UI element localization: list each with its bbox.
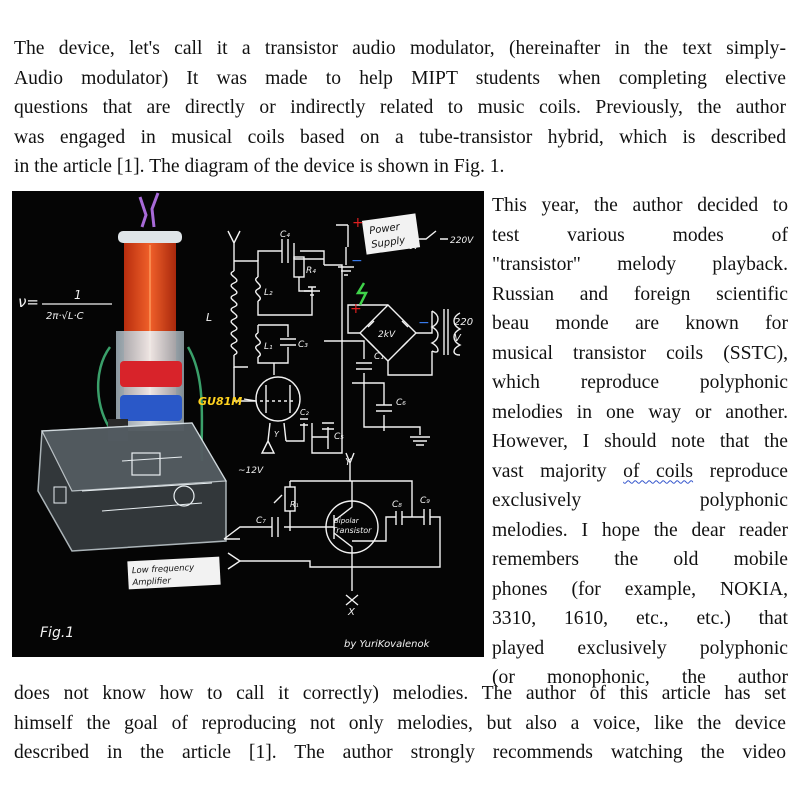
text-line: 3310, 1610, etc., etc.) that bbox=[492, 608, 788, 629]
r1-label: R₁ bbox=[290, 500, 299, 509]
c3-label: C₃ bbox=[298, 340, 308, 350]
l2-label: L₂ bbox=[264, 288, 273, 298]
lightning-icon bbox=[355, 282, 369, 306]
tesla-coil-illustration bbox=[37, 192, 228, 552]
resonance-formula: ν= 1 2π·√L·C bbox=[18, 288, 112, 322]
supply-voltage-label: 600V bbox=[400, 243, 419, 251]
c8-label: C₈ bbox=[392, 500, 402, 510]
heater-voltage-label: ~12V bbox=[238, 466, 264, 476]
c9-label: C₉ bbox=[420, 496, 430, 506]
mains-voltage-label: 220V bbox=[450, 236, 474, 246]
text-fragment: vast majority bbox=[492, 460, 624, 482]
transistor-stage bbox=[223, 452, 441, 606]
author-signature: by YuriKovalenok bbox=[344, 639, 431, 650]
formula-nu: ν= bbox=[18, 293, 39, 311]
text-line: test various modes of bbox=[492, 224, 788, 246]
output-y-label: Y bbox=[345, 457, 352, 468]
transistor-label-2: Transistor bbox=[332, 526, 372, 535]
text-line: (or monophonic, the author bbox=[492, 667, 788, 688]
spellcheck-underline: of coils bbox=[623, 460, 694, 482]
bridge-plus-sign: + bbox=[350, 301, 362, 317]
text-line: musical transistor coils (SSTC), bbox=[492, 342, 788, 364]
c5-label: C₅ bbox=[334, 432, 344, 442]
l1-label: L₁ bbox=[264, 342, 273, 352]
text-line: This year, the author decided to bbox=[492, 195, 788, 216]
power-supply-label-2: Supply bbox=[371, 235, 407, 251]
text-line: vast majority of coils reproduce bbox=[492, 457, 788, 487]
c6-label: C₆ bbox=[396, 398, 406, 408]
c1-label: C₁ bbox=[374, 352, 384, 362]
text-line: does not know how to call it correctly) … bbox=[14, 683, 786, 704]
power-supply-box bbox=[361, 213, 421, 255]
formula-denominator: 2π·√L·C bbox=[46, 311, 84, 322]
text-line: melodies in one way or another. bbox=[492, 401, 788, 423]
plus-sign: + bbox=[352, 215, 364, 231]
c2-label: C₂ bbox=[300, 408, 310, 417]
bridge-minus-sign: − bbox=[418, 315, 430, 331]
antenna-and-coil bbox=[227, 224, 462, 454]
text-line: Russian and foreign scientific bbox=[492, 283, 788, 305]
tube-label: GU81M bbox=[198, 395, 242, 408]
transformer-voltage-label: 220 bbox=[454, 317, 473, 328]
continuation-paragraph: does not know how to call it correctly) … bbox=[14, 679, 786, 768]
r4-label: R₄ bbox=[306, 266, 316, 276]
text-line: remembers the old mobile bbox=[492, 549, 788, 570]
formula-numerator: 1 bbox=[74, 288, 82, 302]
lf-amplifier-label-1: Low frequency bbox=[132, 563, 196, 576]
text-line: himself the goal of reproducing not only… bbox=[14, 712, 786, 734]
text-line: was engaged in musical coils based on a … bbox=[14, 126, 786, 148]
minus-sign: − bbox=[351, 253, 363, 269]
lf-amplifier-label-2: Amplifier bbox=[131, 576, 171, 588]
output-x-label: X bbox=[347, 607, 356, 618]
text-line: However, I should note that the bbox=[492, 431, 788, 452]
text-line: "transistor" melody playback. bbox=[492, 254, 788, 275]
circuit-figure: ν= 1 2π·√L·C bbox=[12, 191, 484, 657]
text-line: melodies. I hope the dear reader bbox=[492, 519, 788, 541]
text-line: Audio modulator) It was made to help MIP… bbox=[14, 67, 786, 89]
text-line: phones (for example, NOKIA, bbox=[492, 578, 788, 600]
text-line: played exclusively polyphonic bbox=[492, 637, 788, 659]
text-line: The device, let's call it a transistor a… bbox=[14, 38, 786, 59]
transistor-label-1: Bipolar bbox=[334, 517, 360, 525]
lf-amplifier-box bbox=[127, 556, 221, 590]
c4-label: C₄ bbox=[280, 230, 290, 240]
tube-y-label: Y bbox=[274, 430, 280, 439]
text-line: described in the article [1]. The author… bbox=[14, 742, 786, 763]
figure-caption: Fig.1 bbox=[40, 625, 74, 641]
text-line: in the article [1]. The diagram of the d… bbox=[14, 156, 505, 177]
text-line: exclusively polyphonic bbox=[492, 490, 788, 511]
text-line: questions that are directly or indirectl… bbox=[14, 97, 786, 118]
power-supply-label-1: Power bbox=[369, 222, 402, 237]
c7-label: C₇ bbox=[256, 516, 266, 526]
transformer-unit-label: V bbox=[454, 333, 462, 344]
bridge-label: 2kV bbox=[378, 330, 396, 340]
circuit-drawing: ν= 1 2π·√L·C bbox=[18, 192, 474, 650]
text-fragment: reproduce bbox=[693, 460, 788, 482]
intro-paragraph: The device, let's call it a transistor a… bbox=[14, 34, 786, 182]
coil-l-label: L bbox=[206, 311, 212, 324]
text-line: which reproduce polyphonic bbox=[492, 372, 788, 393]
side-paragraph: This year, the author decided to test va… bbox=[492, 191, 788, 693]
text-line: beau monde are known for bbox=[492, 313, 788, 334]
